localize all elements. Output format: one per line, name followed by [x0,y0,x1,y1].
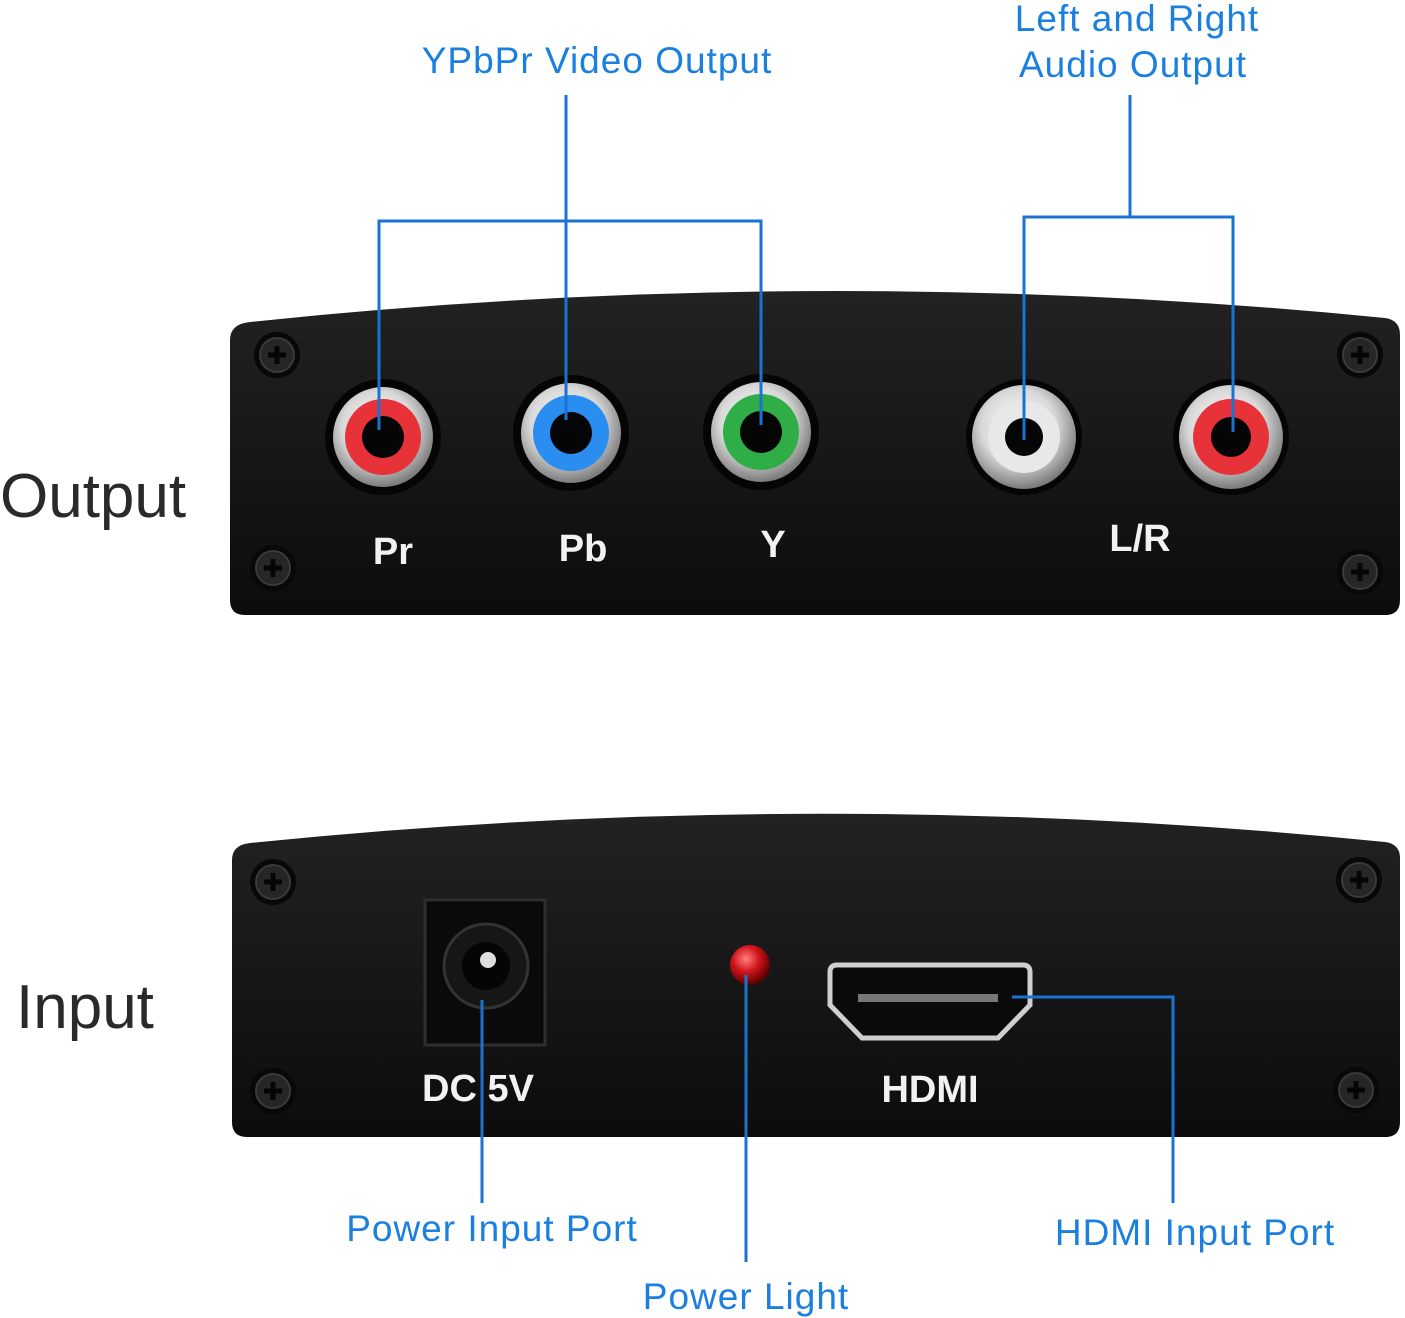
lr-label: L/R [1109,518,1170,560]
screw-icon [250,545,296,591]
screw-icon [254,332,300,378]
jack-y [703,374,819,490]
pr-label: Pr [373,531,413,573]
power-light-callout: Power Light [643,1276,849,1317]
dc-5v-label: DC 5V [422,1068,535,1110]
output-label: Output [0,462,186,531]
hdmi-label: HDMI [881,1069,978,1111]
input-label: Input [16,973,154,1042]
input-panel: DC 5V HDMI [232,813,1400,1137]
screw-icon [1337,332,1383,378]
hdmi-port-callout: HDMI Input Port [1055,1212,1335,1253]
hdmi-port [827,962,1033,1041]
audio-callout-line1: Left and Right [1015,0,1259,39]
jack-pr [325,379,441,495]
y-label: Y [760,524,785,566]
screw-icon [1336,857,1382,903]
screw-icon [250,859,296,905]
leader-lines [377,95,1235,1262]
jack-audio-right [1173,379,1289,495]
pb-label: Pb [559,528,608,570]
jack-pb [513,375,629,491]
power-port-callout: Power Input Port [346,1208,638,1249]
screw-icon [1337,549,1383,595]
screw-icon [250,1068,296,1114]
power-led [730,945,770,985]
dc-power-jack [423,898,547,1047]
output-panel: Pr Pb Y L/R [230,290,1400,615]
ypbpr-callout: YPbPr Video Output [422,40,773,81]
audio-callout-line2: Audio Output [1019,44,1247,85]
screw-icon [1333,1067,1379,1113]
